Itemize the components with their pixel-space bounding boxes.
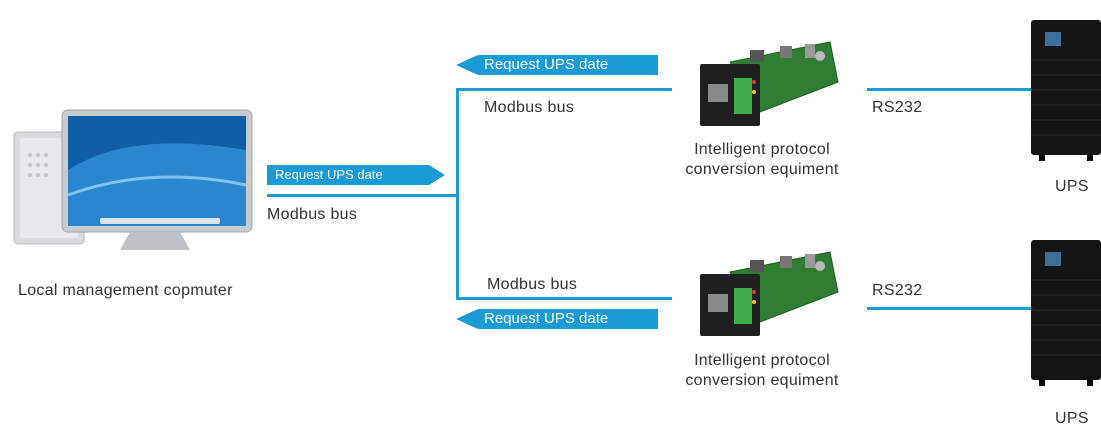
- main-bus-label: Modbus bus: [267, 206, 358, 223]
- top-rs232-line: [867, 88, 1031, 91]
- computer-illustration: [13, 109, 253, 250]
- bottom-request-arrow: Request UPS date: [456, 309, 658, 329]
- main-bus-line: [267, 194, 458, 197]
- top-protocol-card: [700, 41, 839, 126]
- top-device-label-2: conversion equiment: [685, 161, 839, 178]
- bottom-rs232-label: RS232: [872, 282, 923, 299]
- top-request-arrow: Request UPS date: [456, 55, 658, 75]
- bottom-device-label-2: conversion equiment: [685, 372, 839, 389]
- trunk-line: [456, 88, 459, 299]
- top-rs232-label: RS232: [872, 99, 923, 116]
- top-device-label-1: Intelligent protocol: [694, 141, 830, 158]
- top-bus-label: Modbus bus: [484, 99, 575, 116]
- top-bus-line: [456, 88, 672, 91]
- main-request-arrow: Request UPS date: [267, 165, 445, 185]
- top-ups-unit: [1031, 20, 1101, 161]
- computer-label: Local management copmuter: [18, 282, 233, 299]
- top-ups-label: UPS: [1055, 178, 1089, 195]
- bottom-ups-unit: [1031, 240, 1101, 386]
- bottom-ups-label: UPS: [1055, 410, 1089, 427]
- bottom-rs232-line: [867, 307, 1031, 310]
- bottom-bus-label: Modbus bus: [487, 276, 578, 293]
- bottom-protocol-card: [700, 251, 839, 336]
- bottom-device-label-1: Intelligent protocol: [694, 352, 830, 369]
- bottom-bus-line: [456, 297, 672, 300]
